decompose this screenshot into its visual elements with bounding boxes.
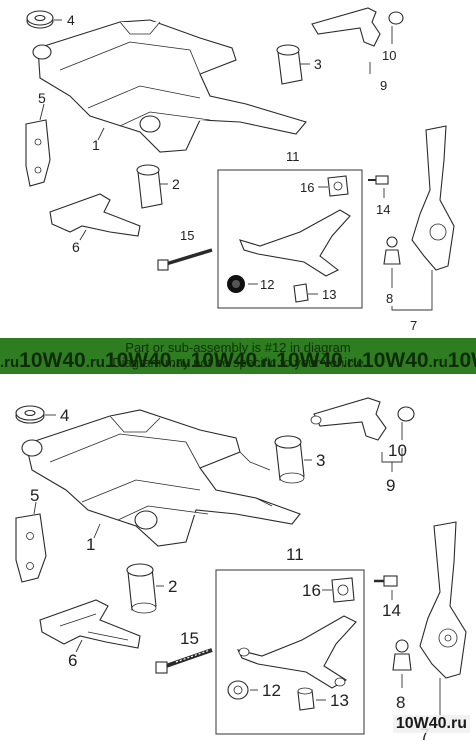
callout-8: 8 bbox=[396, 693, 405, 712]
part-3-bushing bbox=[274, 435, 305, 484]
callout-5: 5 bbox=[38, 90, 46, 106]
callout-3: 3 bbox=[314, 56, 322, 72]
watermark-token: .ru bbox=[342, 354, 363, 371]
part-11-kit-box bbox=[215, 569, 365, 735]
callout-1: 1 bbox=[86, 535, 95, 554]
callout-7: 7 bbox=[410, 318, 417, 333]
watermark-token: 10W40 bbox=[19, 349, 86, 372]
part-7-knuckle bbox=[411, 125, 455, 271]
part-15-bolt bbox=[157, 248, 213, 271]
site-watermark: 10W40.ru bbox=[392, 715, 470, 733]
watermark-token: 10W40 bbox=[447, 349, 476, 372]
callout-10: 10 bbox=[382, 48, 396, 63]
diagram-thumbnail: 4 1 5 3 2 6 10 9 11 bbox=[0, 0, 476, 338]
watermark-token: .ru bbox=[257, 354, 277, 371]
callout-14: 14 bbox=[376, 202, 390, 217]
callout-9: 9 bbox=[386, 476, 395, 495]
diagram-thumbnail-drawing: 4 1 5 3 2 6 10 9 11 bbox=[25, 7, 455, 333]
callout-16: 16 bbox=[302, 581, 321, 600]
part-9-upper-arm bbox=[310, 397, 415, 441]
part-11-kit-box bbox=[217, 169, 363, 309]
callout-11: 11 bbox=[286, 545, 304, 564]
part-13-bushing bbox=[293, 283, 309, 303]
part-16-mount bbox=[327, 175, 349, 197]
part-9-upper-arm bbox=[311, 7, 404, 47]
part-7-knuckle bbox=[419, 521, 467, 679]
part-15-bolt bbox=[155, 648, 213, 674]
callout-12: 12 bbox=[260, 277, 274, 292]
callout-13: 13 bbox=[330, 691, 349, 710]
part-16-mount bbox=[331, 577, 355, 603]
part-11-control-arm bbox=[239, 209, 351, 277]
callout-15: 15 bbox=[180, 629, 199, 648]
part-1-subframe bbox=[21, 409, 301, 547]
callout-14: 14 bbox=[382, 601, 401, 620]
part-12-bushing bbox=[227, 680, 249, 700]
watermark-token: .ru bbox=[171, 354, 191, 371]
part-2-bushing bbox=[126, 563, 157, 614]
callout-6: 6 bbox=[72, 239, 80, 255]
callout-16: 16 bbox=[300, 180, 314, 195]
callout-4: 4 bbox=[67, 12, 75, 28]
callout-9: 9 bbox=[380, 78, 387, 93]
watermark-strip: .ru10W40.ru10W40.ru10W40.ru10W40.ru10W40… bbox=[0, 349, 476, 373]
part-13-bushing bbox=[297, 687, 315, 711]
part-3-bushing bbox=[276, 44, 303, 85]
part-5-bracket bbox=[15, 513, 47, 583]
watermark-token: .ru bbox=[85, 354, 105, 371]
callout-5: 5 bbox=[30, 486, 39, 505]
watermark-token: 10W40 bbox=[104, 349, 172, 372]
parts-diagram-drawing: 4 1 5 3 2 6 bbox=[15, 397, 467, 741]
part-2-bushing bbox=[136, 164, 163, 209]
part-8-ball-joint bbox=[383, 236, 401, 265]
part-5-bracket bbox=[25, 119, 51, 187]
part-8-ball-joint bbox=[392, 639, 412, 671]
watermark-token: 10W40 bbox=[276, 349, 343, 372]
callout-2: 2 bbox=[168, 577, 177, 596]
callout-7: 7 bbox=[420, 725, 429, 741]
parts-diagram: 4 1 5 3 2 6 bbox=[0, 374, 476, 741]
callout-3: 3 bbox=[316, 451, 325, 470]
banner-disclaimer: Diagram may not be specific to your vehi… bbox=[112, 355, 364, 370]
watermark-token: 10W40 bbox=[362, 349, 429, 372]
part-6-lower-arm bbox=[39, 599, 141, 649]
part-4-washer bbox=[26, 10, 54, 29]
part-14-bolt bbox=[374, 575, 398, 587]
part-12-bushing-highlighted bbox=[227, 275, 245, 293]
part-6-lower-arm bbox=[49, 193, 141, 237]
callout-6: 6 bbox=[68, 651, 77, 670]
banner-part-note: Part or sub-assembly is #12 in diagram bbox=[125, 340, 351, 355]
part-11-control-arm bbox=[236, 615, 357, 689]
watermark-token: .ru bbox=[0, 354, 20, 371]
callout-11: 11 bbox=[286, 149, 300, 164]
part-1-subframe bbox=[32, 19, 307, 153]
callout-2: 2 bbox=[172, 176, 180, 192]
callout-4: 4 bbox=[60, 406, 69, 425]
callout-12: 12 bbox=[262, 681, 281, 700]
watermark-token: .ru bbox=[428, 354, 448, 371]
callout-10: 10 bbox=[388, 441, 407, 460]
info-banner: .ru10W40.ru10W40.ru10W40.ru10W40.ru10W40… bbox=[0, 338, 476, 374]
callout-15: 15 bbox=[180, 228, 194, 243]
part-4-washer bbox=[15, 405, 45, 424]
part-14-bolt bbox=[368, 175, 389, 185]
callout-8: 8 bbox=[386, 291, 393, 306]
callout-1: 1 bbox=[92, 137, 100, 153]
callout-13: 13 bbox=[322, 287, 336, 302]
watermark-token: 10W40 bbox=[190, 349, 258, 372]
